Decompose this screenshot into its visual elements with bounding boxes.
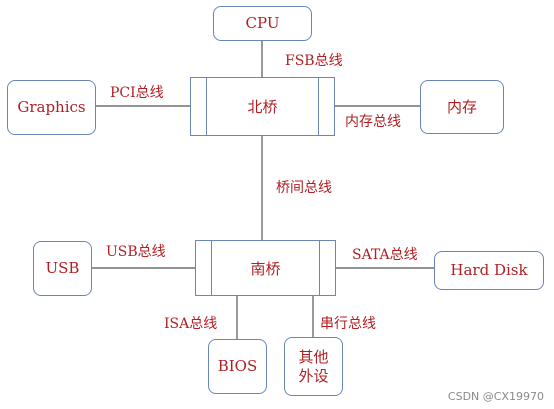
south-bridge-right-divider: [319, 241, 320, 295]
graphics-label: Graphics: [17, 98, 86, 117]
sata-bus-label: SATA总线: [352, 247, 418, 263]
usb-bus-label: USB总线: [106, 244, 166, 260]
north-bridge-box: 北桥: [190, 77, 335, 136]
south-bridge-left-divider: [211, 241, 212, 295]
north-bridge-left-divider: [206, 78, 207, 135]
memory-label: 内存: [446, 97, 477, 116]
watermark: CSDN @CX19970: [447, 390, 544, 403]
inter-bridge-bus-label: 桥间总线: [276, 180, 332, 196]
usb-label: USB: [45, 259, 80, 278]
other-peripherals-label: 其他 外设: [298, 347, 329, 385]
south-bridge-box: 南桥: [195, 240, 336, 296]
north-bridge-label: 北桥: [247, 98, 278, 116]
pci-bus-label: PCI总线: [110, 85, 164, 101]
other-peripherals-box: 其他 外设: [284, 337, 343, 396]
bios-label: BIOS: [217, 357, 258, 376]
north-bridge-right-divider: [318, 78, 319, 135]
memory-box: 内存: [420, 80, 504, 134]
memory-bus-label: 内存总线: [345, 114, 401, 130]
serial-bus-label: 串行总线: [320, 316, 376, 332]
fsb-bus-label: FSB总线: [285, 53, 343, 69]
graphics-box: Graphics: [7, 80, 96, 135]
usb-box: USB: [33, 241, 92, 296]
hard-disk-label: Hard Disk: [450, 261, 528, 280]
bios-box: BIOS: [208, 339, 267, 394]
isa-bus-label: ISA总线: [164, 316, 218, 332]
hard-disk-box: Hard Disk: [434, 251, 544, 290]
south-bridge-label: 南桥: [250, 259, 281, 278]
cpu-label: CPU: [245, 14, 280, 33]
cpu-box: CPU: [213, 6, 312, 41]
